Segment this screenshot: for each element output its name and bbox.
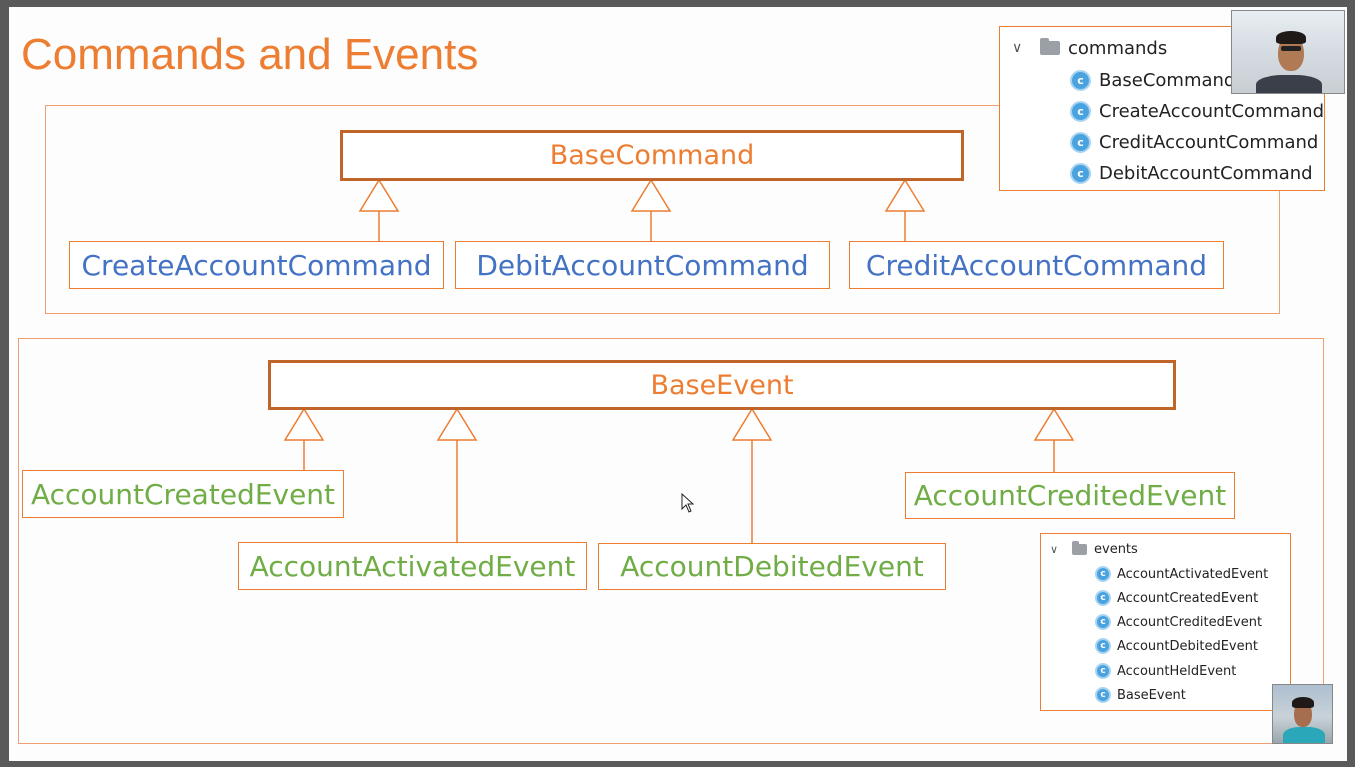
commands-package-tree: ∨ commands c BaseCommand c CreateAccount… [999, 26, 1325, 191]
folder-icon [1040, 38, 1060, 55]
mouse-cursor-icon [681, 493, 695, 513]
events-package-tree: ∨ events c AccountActivatedEvent c Accou… [1040, 533, 1291, 711]
class-icon: c [1070, 69, 1091, 91]
presenter-hair [1276, 31, 1306, 44]
tree-item-label: AccountActivatedEvent [1117, 566, 1269, 582]
account-debited-event-box: AccountDebitedEvent [598, 543, 946, 590]
tree-item-account-activated-event[interactable]: c AccountActivatedEvent [1095, 565, 1268, 583]
folder-icon [1072, 540, 1087, 555]
account-created-event-label: AccountCreatedEvent [30, 477, 336, 511]
tree-item-label: BaseCommand [1099, 69, 1236, 91]
class-icon: c [1095, 566, 1111, 582]
chevron-down-icon[interactable]: ∨ [1050, 542, 1059, 556]
tree-folder-commands[interactable]: ∨ commands [1012, 37, 1167, 59]
base-command-box: BaseCommand [340, 130, 964, 181]
account-activated-event-box: AccountActivatedEvent [238, 542, 587, 590]
webcam-participant [1272, 684, 1333, 744]
tree-folder-label: events [1094, 541, 1138, 557]
class-icon: c [1070, 162, 1091, 184]
tree-item-label: AccountCreatedEvent [1117, 590, 1259, 606]
tree-item-label: AccountHeldEvent [1117, 663, 1237, 679]
tree-item-label: AccountDebitedEvent [1117, 638, 1258, 654]
account-credited-event-label: AccountCreditedEvent [913, 479, 1227, 512]
participant-body [1283, 727, 1325, 743]
tree-item-account-created-event[interactable]: c AccountCreatedEvent [1095, 589, 1258, 607]
tree-item-label: BaseEvent [1117, 687, 1186, 703]
tree-item-label: CreditAccountCommand [1099, 131, 1319, 153]
slide-title: Commands and Events [21, 30, 479, 79]
tree-item-base-command[interactable]: c BaseCommand [1070, 69, 1235, 91]
tree-folder-label: commands [1068, 37, 1168, 59]
credit-account-command-box: CreditAccountCommand [849, 241, 1224, 289]
participant-hair [1292, 697, 1314, 708]
credit-account-command-label: CreditAccountCommand [865, 248, 1208, 282]
account-activated-event-label: AccountActivatedEvent [249, 549, 576, 583]
debit-account-command-box: DebitAccountCommand [455, 241, 830, 289]
class-icon: c [1095, 687, 1111, 703]
class-icon: c [1095, 638, 1111, 654]
presenter-body [1256, 75, 1322, 93]
account-created-event-box: AccountCreatedEvent [22, 470, 344, 518]
tree-item-debit-account-command[interactable]: c DebitAccountCommand [1070, 162, 1313, 184]
webcam-presenter [1231, 10, 1345, 94]
tree-folder-events[interactable]: ∨ events [1050, 540, 1138, 558]
create-account-command-label: CreateAccountCommand [81, 248, 432, 282]
events-frame [18, 338, 1324, 744]
tree-item-create-account-command[interactable]: c CreateAccountCommand [1070, 100, 1324, 122]
tree-item-base-event[interactable]: c BaseEvent [1095, 686, 1186, 704]
tree-item-account-debited-event[interactable]: c AccountDebitedEvent [1095, 637, 1258, 655]
tree-item-label: AccountCreditedEvent [1117, 614, 1263, 630]
base-event-label: BaseEvent [650, 369, 794, 401]
debit-account-command-label: DebitAccountCommand [476, 248, 809, 282]
class-icon: c [1070, 131, 1091, 153]
tree-item-account-credited-event[interactable]: c AccountCreditedEvent [1095, 613, 1262, 631]
base-command-label: BaseCommand [549, 140, 755, 171]
create-account-command-box: CreateAccountCommand [69, 241, 444, 289]
tree-item-label: CreateAccountCommand [1099, 100, 1324, 122]
tree-item-label: DebitAccountCommand [1099, 162, 1313, 184]
tree-item-credit-account-command[interactable]: c CreditAccountCommand [1070, 131, 1318, 153]
class-icon: c [1095, 590, 1111, 606]
presenter-glasses [1281, 46, 1301, 51]
class-icon: c [1095, 614, 1111, 630]
commands-frame [45, 105, 1280, 314]
tree-item-account-held-event[interactable]: c AccountHeldEvent [1095, 662, 1236, 680]
base-event-box: BaseEvent [268, 360, 1176, 410]
class-icon: c [1070, 100, 1091, 122]
account-debited-event-label: AccountDebitedEvent [620, 550, 924, 583]
class-icon: c [1095, 663, 1111, 679]
account-credited-event-box: AccountCreditedEvent [905, 472, 1235, 519]
chevron-down-icon[interactable]: ∨ [1012, 40, 1023, 56]
